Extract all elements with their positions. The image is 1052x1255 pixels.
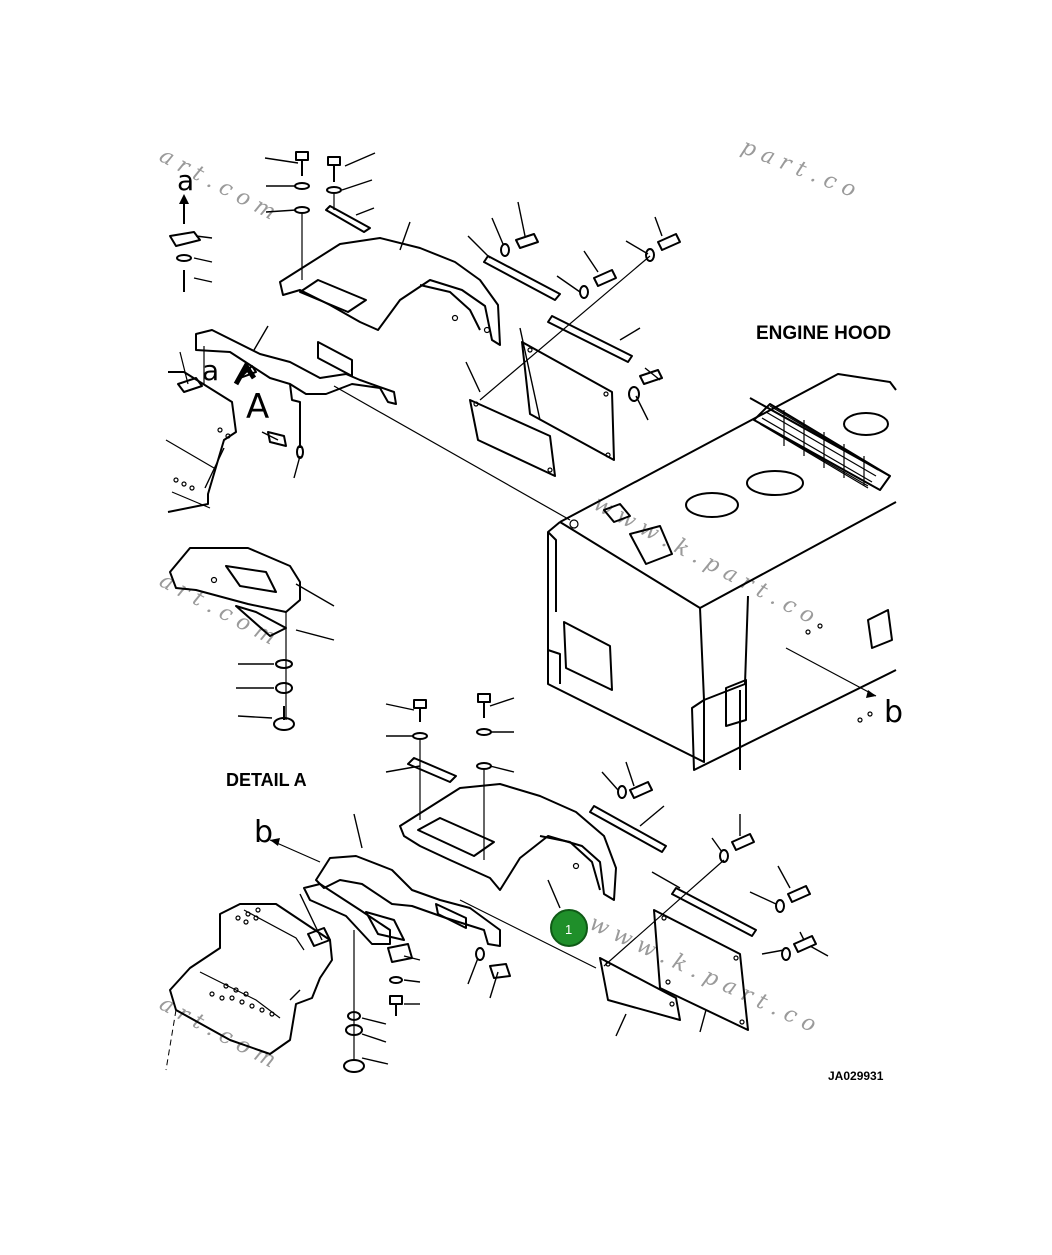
detail-a: DETAIL A [169, 547, 335, 790]
ref-b-left: b [254, 815, 273, 850]
upper-right-fasteners [467, 201, 681, 421]
lower-cover [353, 783, 617, 909]
callout-1-circle[interactable] [550, 909, 588, 947]
watermark-1: a r t . c o m [155, 143, 280, 225]
callout-1[interactable]: 1 [550, 909, 588, 947]
lower-floor-plate [165, 893, 333, 1071]
ref-b-right: b [884, 695, 903, 730]
reference-letters-top: a a A [169, 164, 269, 427]
lower-fasteners-top [385, 693, 515, 860]
detail-a-label: DETAIL A [226, 770, 307, 790]
upper-fasteners [264, 151, 376, 280]
engine-hood-label: ENGINE HOOD [756, 323, 891, 344]
upper-floor-section [165, 371, 237, 513]
watermark-2: p a r t . c o [738, 134, 860, 203]
ref-a-mid: a [202, 354, 219, 387]
lower-side-panels [599, 909, 749, 1037]
hood-grille [759, 405, 879, 489]
ref-a-upper: a [177, 164, 194, 197]
upper-side-panels [465, 327, 615, 477]
upper-bracket [177, 325, 571, 521]
drawing-number: JA029931 [828, 1069, 884, 1083]
lower-bracket: b [254, 815, 597, 1073]
upper-cover [279, 221, 501, 346]
lower-right-fasteners [589, 761, 829, 967]
callout-1-number[interactable]: 1 [565, 922, 572, 937]
floor-holes [209, 907, 275, 1017]
ref-A: A [246, 387, 269, 427]
engine-hood: ENGINE HOOD [547, 323, 903, 771]
watermark-5: w w w . k . p a r t . c o [585, 911, 819, 1038]
